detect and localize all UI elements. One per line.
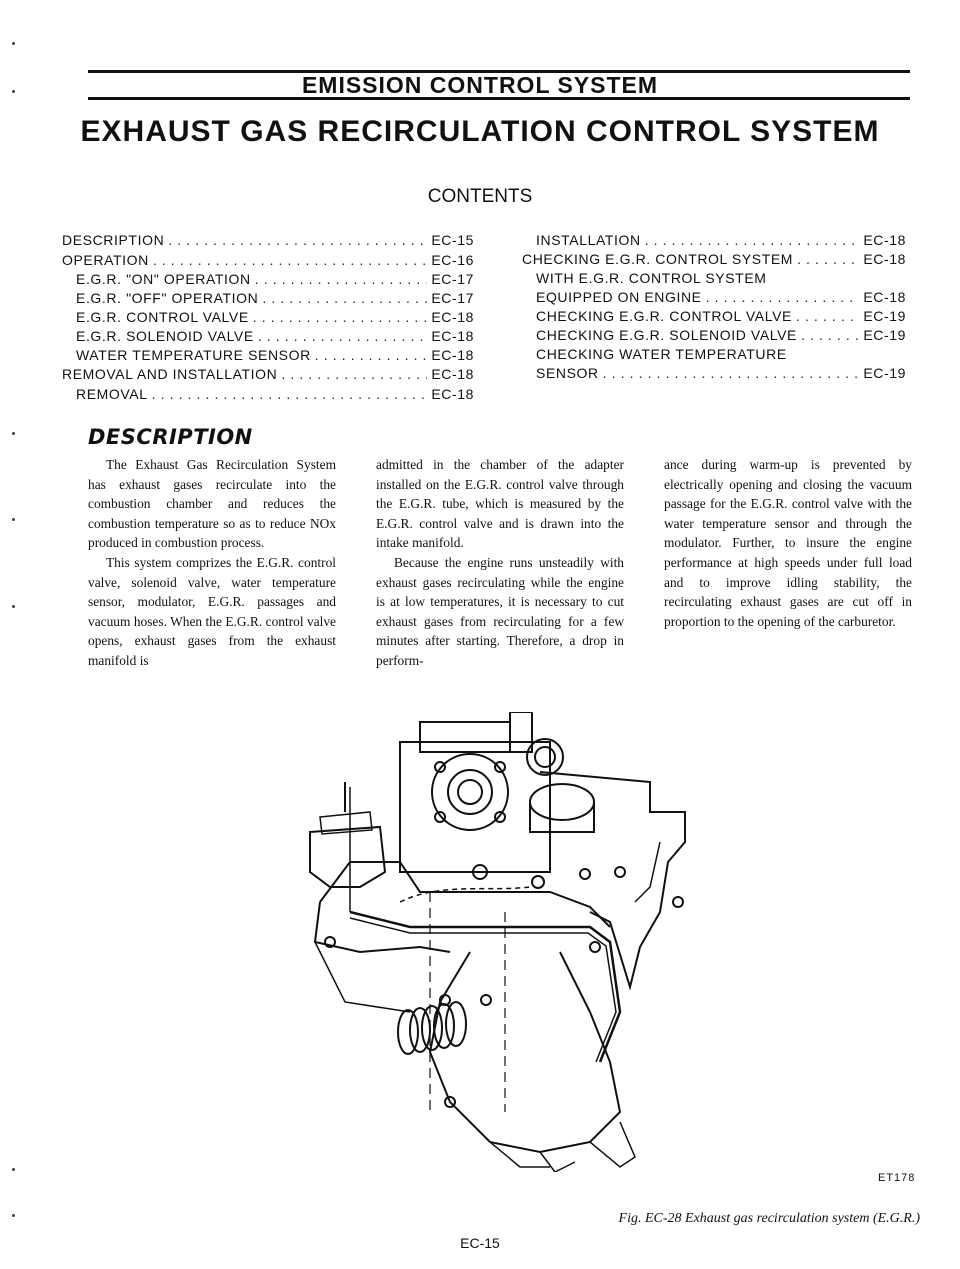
toc-label: SENSOR <box>536 365 599 381</box>
contents-heading: CONTENTS <box>427 186 533 207</box>
toc-page: EC-17 <box>431 271 474 287</box>
toc-label: E.G.R. CONTROL VALVE <box>76 309 249 325</box>
toc-entry[interactable]: SENSOR EC-19 <box>536 365 906 384</box>
description-column-2: admitted in the chamber of the adapter i… <box>376 455 624 671</box>
toc-entry[interactable]: E.G.R. "OFF" OPERATION EC-17 <box>76 290 474 309</box>
toc-label: WATER TEMPERATURE SENSOR <box>76 347 311 363</box>
toc-label: CHECKING E.G.R. SOLENOID VALVE <box>536 327 797 343</box>
toc-leader <box>315 347 428 363</box>
section-title: EMISSION CONTROL SYSTEM <box>301 72 659 98</box>
paragraph: This system comprizes the E.G.R. control… <box>88 554 336 668</box>
toc-label: REMOVAL <box>76 386 148 402</box>
page-number: EC-15 <box>460 1235 500 1251</box>
toc-label: EQUIPPED ON ENGINE <box>536 289 702 305</box>
toc-label: E.G.R. "ON" OPERATION <box>76 271 251 287</box>
toc-leader <box>168 232 427 248</box>
toc-leader <box>603 365 860 381</box>
toc-page: EC-18 <box>863 251 906 267</box>
toc-page: EC-18 <box>431 309 474 325</box>
toc-entry[interactable]: E.G.R. SOLENOID VALVE EC-18 <box>76 328 474 347</box>
toc-entry[interactable]: CHECKING E.G.R. CONTROL SYSTEM EC-18 <box>522 251 906 270</box>
toc-entry[interactable]: WATER TEMPERATURE SENSOR EC-18 <box>76 347 474 366</box>
toc-label: DESCRIPTION <box>62 232 165 248</box>
paragraph: admitted in the chamber of the adapter i… <box>376 457 624 551</box>
margin-speck <box>12 42 15 45</box>
toc-leader <box>645 232 860 248</box>
toc-label: OPERATION <box>62 252 149 268</box>
toc-leader <box>253 309 428 325</box>
toc-leader <box>258 328 428 344</box>
margin-speck <box>12 432 15 435</box>
toc-page: EC-19 <box>863 365 906 381</box>
description-heading: DESCRIPTION <box>88 425 253 449</box>
toc-leader <box>262 290 427 306</box>
toc-label: INSTALLATION <box>536 232 641 248</box>
description-column-3: ance during warm-up is prevented by elec… <box>664 455 912 631</box>
toc-label: E.G.R. "OFF" OPERATION <box>76 290 259 306</box>
toc-page: EC-18 <box>431 366 474 382</box>
toc-leader <box>152 386 428 402</box>
toc-entry[interactable]: DESCRIPTION EC-15 <box>62 232 474 251</box>
toc-leader <box>796 308 859 324</box>
toc-label: CHECKING E.G.R. CONTROL SYSTEM <box>522 251 794 267</box>
margin-speck <box>12 1168 15 1171</box>
toc-entry-continued: CHECKING WATER TEMPERATURE <box>536 346 787 362</box>
toc-label: E.G.R. SOLENOID VALVE <box>76 328 254 344</box>
toc-page: EC-18 <box>863 289 906 305</box>
toc-page: EC-19 <box>863 327 906 343</box>
toc-page: EC-18 <box>431 328 474 344</box>
paragraph: ance during warm-up is prevented by elec… <box>664 457 912 629</box>
toc-page: EC-16 <box>431 252 474 268</box>
margin-speck <box>12 518 15 521</box>
toc-label: CHECKING E.G.R. CONTROL VALVE <box>536 308 792 324</box>
figure-code: ET178 <box>878 1172 916 1184</box>
toc-entry[interactable]: CHECKING E.G.R. SOLENOID VALVE EC-19 <box>536 327 906 346</box>
document-title: EXHAUST GAS RECIRCULATION CONTROL SYSTEM <box>80 115 880 148</box>
figure-caption: Fig. EC-28 Exhaust gas recirculation sys… <box>618 1211 920 1226</box>
toc-entry[interactable]: CHECKING E.G.R. CONTROL VALVE EC-19 <box>536 308 906 327</box>
toc-entry[interactable]: EQUIPPED ON ENGINE EC-18 <box>536 289 906 308</box>
toc-leader <box>153 252 427 268</box>
paragraph: The Exhaust Gas Recirculation System has… <box>88 457 336 551</box>
toc-leader <box>706 289 860 305</box>
paragraph: Because the engine runs unsteadily with … <box>376 554 624 668</box>
header-rule-top <box>88 70 910 73</box>
toc-page: EC-18 <box>431 386 474 402</box>
toc-page: EC-18 <box>431 347 474 363</box>
margin-speck <box>12 605 15 608</box>
toc-entry-continued: WITH E.G.R. CONTROL SYSTEM <box>536 270 767 286</box>
toc-page: EC-15 <box>431 232 474 248</box>
toc-page: EC-18 <box>863 232 906 248</box>
toc-page: EC-19 <box>863 308 906 324</box>
toc-label: REMOVAL AND INSTALLATION <box>62 366 278 382</box>
toc-leader <box>255 271 428 287</box>
toc-leader <box>801 327 859 343</box>
margin-speck <box>12 90 15 93</box>
toc-entry[interactable]: E.G.R. CONTROL VALVE EC-18 <box>76 309 474 328</box>
toc-page: EC-17 <box>431 290 474 306</box>
toc-entry[interactable]: E.G.R. "ON" OPERATION EC-17 <box>76 271 474 290</box>
toc-entry[interactable]: OPERATION EC-16 <box>62 252 474 271</box>
toc-leader <box>797 251 859 267</box>
header-rule-bottom <box>88 97 910 100</box>
toc-entry[interactable]: INSTALLATION EC-18 <box>536 232 906 251</box>
toc-entry[interactable]: REMOVAL AND INSTALLATION EC-18 <box>62 366 474 385</box>
toc-leader <box>281 366 427 382</box>
margin-speck <box>12 1214 15 1217</box>
egr-system-illustration <box>309 712 686 1172</box>
description-column-1: The Exhaust Gas Recirculation System has… <box>88 455 336 671</box>
toc-entry[interactable]: REMOVAL EC-18 <box>76 386 474 405</box>
